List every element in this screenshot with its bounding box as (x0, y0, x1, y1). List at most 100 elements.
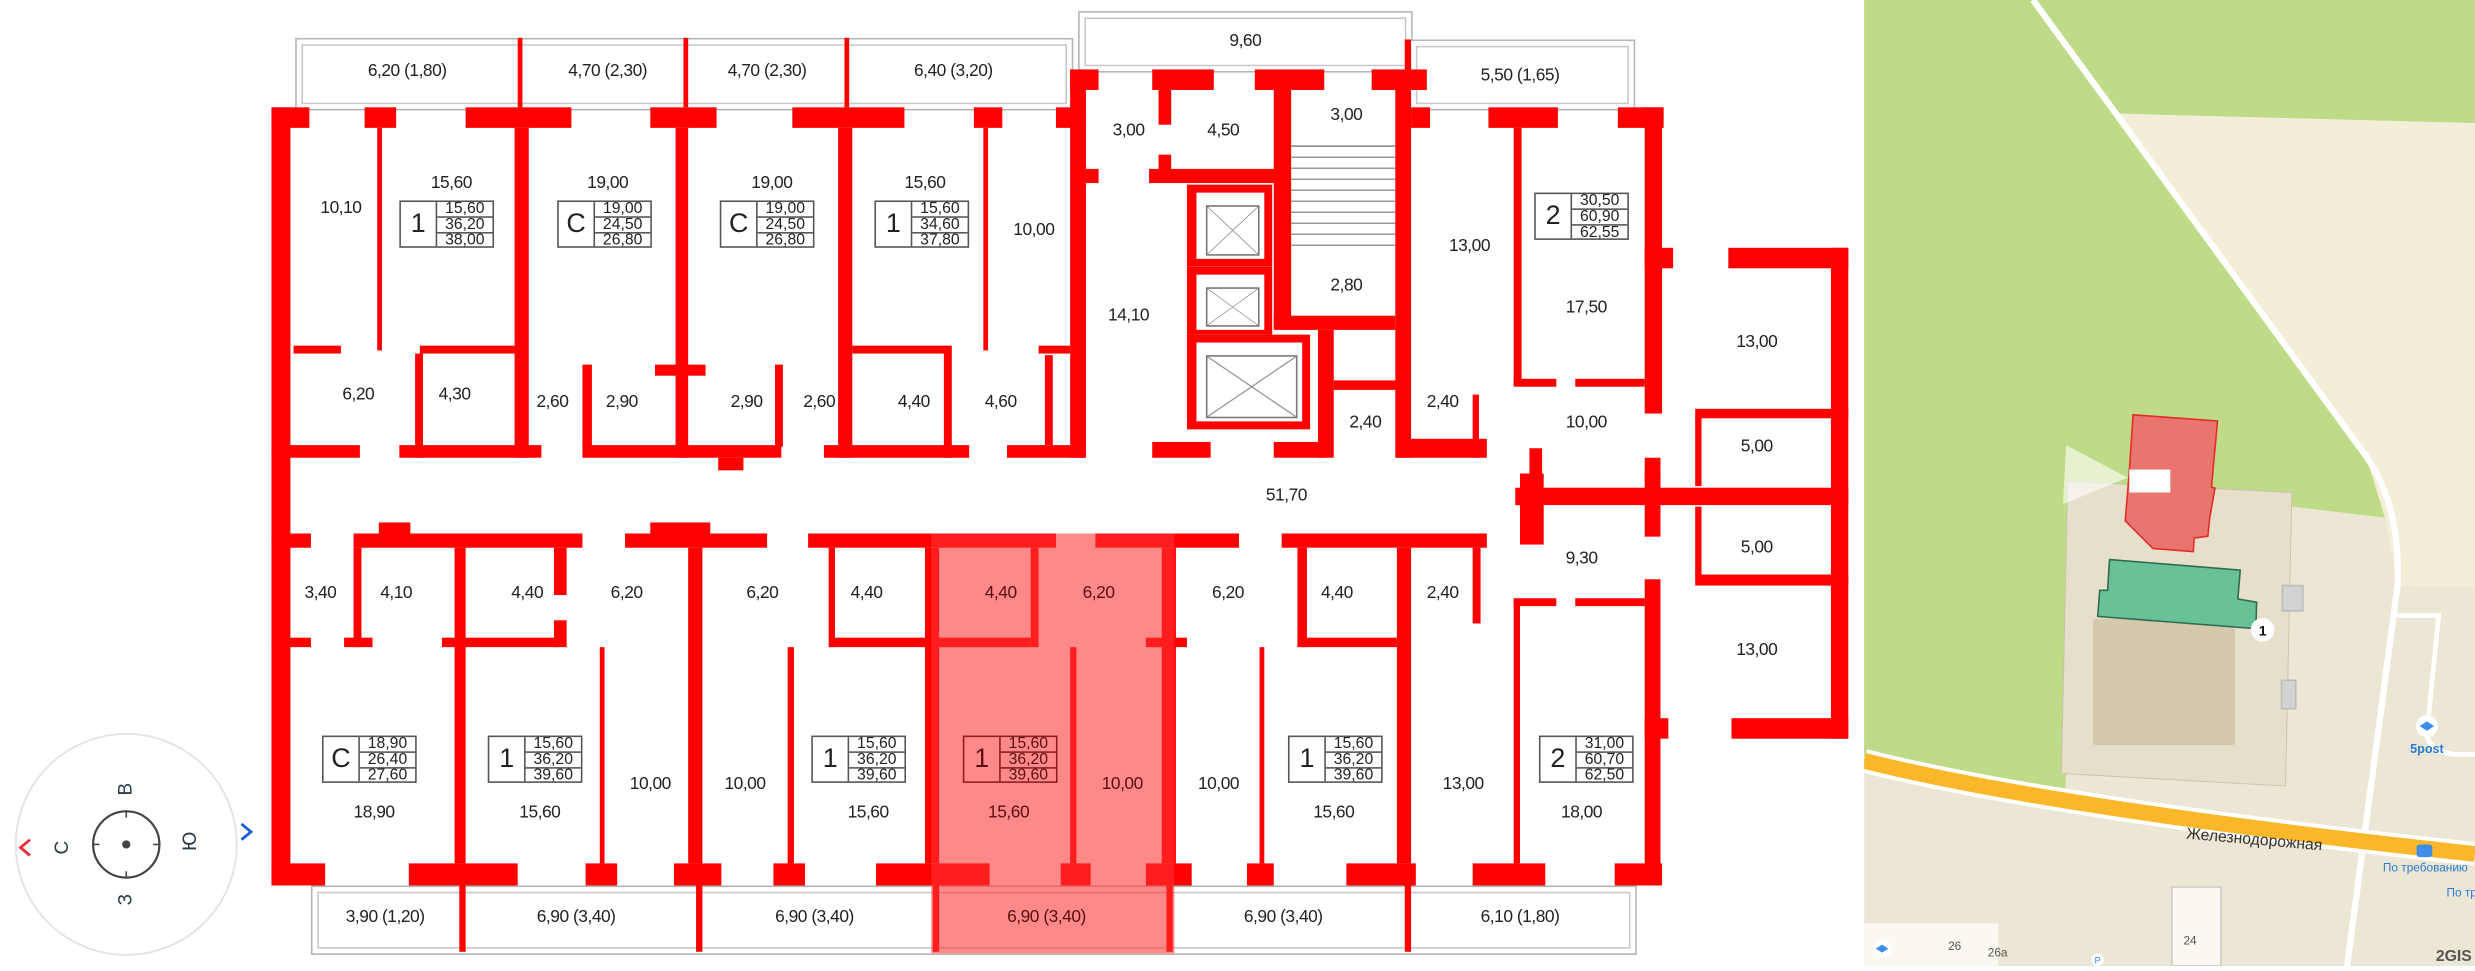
apartment-type: 2 (1541, 737, 1577, 782)
apartment-type: 1 (489, 737, 526, 782)
room-area-label: 4,40 (850, 584, 883, 603)
wall (650, 107, 717, 128)
wall (517, 37, 523, 108)
total-area: 36,20 (1325, 752, 1382, 769)
location-map[interactable]: Железнодорожная 1 5post По требованию По… (1864, 0, 2475, 966)
bus-stop-label[interactable]: По требованию (2383, 860, 2468, 874)
bus-stop-icon[interactable] (2416, 844, 2433, 858)
room-area-label: 4,40 (1320, 584, 1353, 603)
wall (1695, 408, 1849, 419)
room-area-label: 2,90 (730, 393, 763, 412)
living-area: 15,60 (437, 201, 493, 218)
wall (353, 533, 583, 548)
wall (419, 345, 515, 354)
wall (1259, 647, 1265, 864)
apartment-type: С (721, 202, 758, 247)
balcony-area-label: 6,40 (3,20) (913, 61, 993, 81)
room-area-label: 6,20 (746, 584, 779, 603)
compass-ring[interactable] (14, 733, 238, 956)
poi-5post[interactable]: 5post (2410, 715, 2445, 756)
small-building[interactable] (2281, 584, 2304, 612)
room-area-label: 2,60 (803, 393, 836, 412)
total-area: 60,70 (1576, 752, 1633, 769)
selected-building[interactable] (2124, 413, 2219, 553)
entrance-marker[interactable]: 1 (2250, 617, 2275, 642)
apartment-type: 1 (1290, 737, 1326, 782)
balcony-area-label: 4,70 (2,30) (727, 61, 807, 81)
wall (1396, 547, 1412, 864)
small-building[interactable] (2280, 679, 2297, 710)
total-area-with-balcony: 39,60 (1333, 767, 1374, 785)
wall (688, 547, 703, 864)
wall (1273, 89, 1292, 327)
total-area-with-balcony: 27,60 (367, 767, 408, 785)
wall (1152, 441, 1211, 458)
wall (792, 107, 905, 128)
room-area-label: 17,50 (1565, 298, 1608, 318)
wall (838, 127, 853, 458)
balcony-area-label: 6,90 (3,40) (775, 907, 854, 927)
room-area-label: 5,00 (1740, 437, 1773, 457)
wall (1519, 473, 1544, 545)
wall (787, 647, 794, 864)
wall (1085, 168, 1099, 184)
wall (1529, 448, 1543, 480)
selected-apartment-highlight[interactable] (931, 533, 1175, 954)
parking-icon[interactable] (2091, 953, 2105, 966)
elevator-cab-icon (1205, 355, 1298, 419)
wall (1472, 863, 1546, 886)
room-area-label: 13,00 (1736, 333, 1778, 352)
total-area: 36,20 (437, 217, 493, 234)
balcony-area-label: 6,90 (3,40) (1243, 907, 1323, 927)
compass-widget[interactable]: В С Ю З (0, 718, 268, 971)
total-area: 26,40 (359, 752, 416, 769)
wall (1396, 438, 1487, 458)
total-area: 36,20 (525, 752, 581, 769)
wall (1411, 107, 1431, 128)
total-area-with-balcony: 39,60 (533, 767, 573, 785)
total-area-with-balcony: 39,60 (857, 767, 897, 785)
room-area-label: 13,00 (1736, 640, 1778, 660)
wall (1731, 718, 1849, 739)
street-road[interactable] (1864, 753, 2475, 862)
wall (377, 127, 382, 351)
bus-stop-label-2[interactable]: По тр (2447, 886, 2475, 900)
total-area: 24,50 (595, 217, 651, 234)
building-tan[interactable] (2092, 618, 2236, 746)
room-area-label: 15,60 (904, 173, 946, 193)
room-area-label: 10,00 (724, 774, 766, 794)
wall (943, 345, 952, 458)
balcony-area-label: 6,20 (1,80) (367, 61, 447, 81)
compass-label-left: С (52, 841, 73, 855)
wall (1644, 247, 1674, 269)
room-area-label: 10,10 (320, 198, 362, 218)
elevator-shaft (1186, 334, 1311, 430)
wall (1575, 378, 1645, 387)
wall (1513, 378, 1557, 387)
wall (1728, 247, 1849, 269)
wall (1297, 547, 1307, 648)
wall (1695, 506, 1702, 577)
wall (271, 107, 291, 886)
room-area-label: 9,30 (1565, 549, 1598, 569)
compass-icon (92, 810, 161, 879)
building-green[interactable] (2096, 558, 2258, 630)
chevron-left-icon[interactable] (18, 838, 31, 857)
building-24[interactable] (2171, 886, 2222, 966)
chevron-right-icon[interactable] (240, 822, 254, 841)
